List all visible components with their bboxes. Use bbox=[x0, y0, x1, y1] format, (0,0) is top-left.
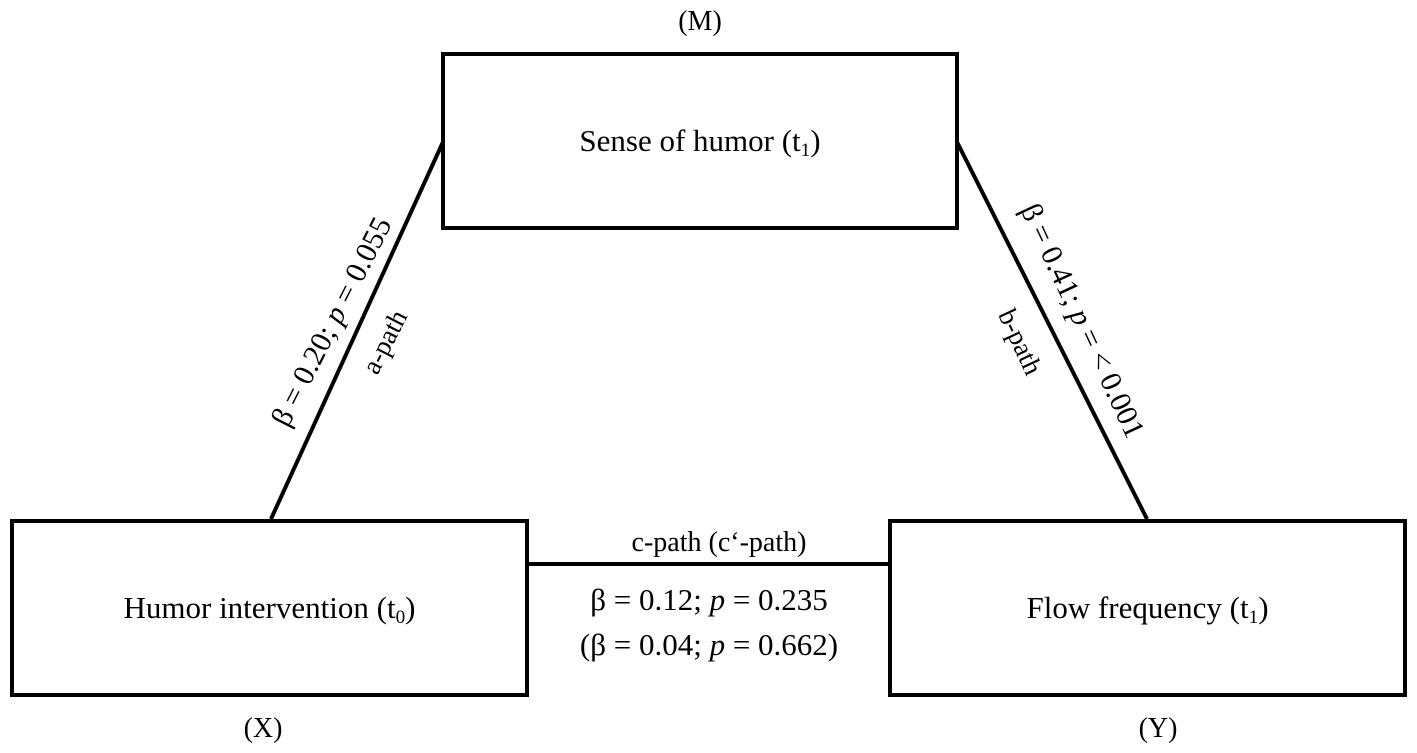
a-path-line bbox=[269, 141, 445, 520]
mediator-node-label: Sense of humor (t1) bbox=[579, 123, 821, 161]
c-prime-path-statistics: (β = 0.04; p = 0.662) bbox=[579, 627, 839, 662]
predictor-node: Humor intervention (t0) bbox=[10, 519, 529, 697]
mediator-role-label: (M) bbox=[678, 6, 722, 37]
outcome-node-label: Flow frequency (t1) bbox=[1026, 590, 1269, 628]
outcome-role-label: (Y) bbox=[1138, 713, 1178, 744]
mediator-node: Sense of humor (t1) bbox=[441, 52, 959, 230]
b-path-line bbox=[955, 141, 1149, 520]
predictor-role-label: (X) bbox=[243, 713, 283, 744]
outcome-node: Flow frequency (t1) bbox=[888, 519, 1407, 697]
c-path-statistics: β = 0.12; p = 0.235 bbox=[590, 582, 828, 617]
c-path-label: c-path (c‘-path) bbox=[631, 527, 807, 558]
predictor-node-label: Humor intervention (t0) bbox=[123, 590, 416, 628]
